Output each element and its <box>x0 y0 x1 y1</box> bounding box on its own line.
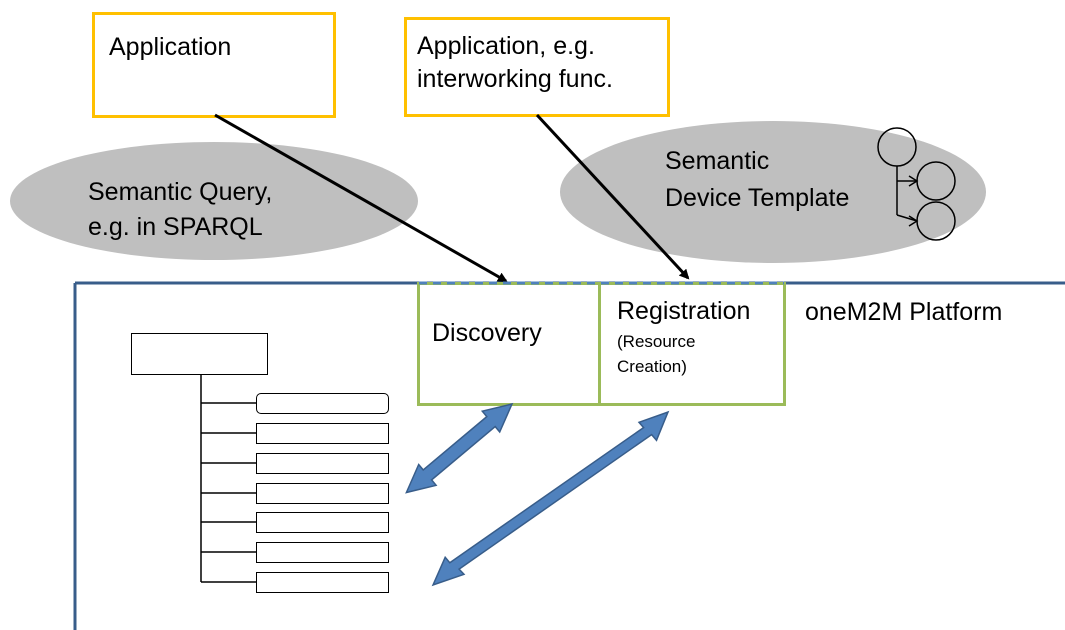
resource-tree-child <box>256 512 389 533</box>
registration-sub-line2: Creation) <box>617 357 687 376</box>
application-box: Application <box>92 12 336 118</box>
template-line1: Semantic <box>665 147 770 175</box>
platform-label: oneM2M Platform <box>805 298 1003 326</box>
resource-tree-child <box>256 542 389 563</box>
application-label: Application <box>109 33 232 61</box>
resource-tree-child <box>256 423 389 444</box>
interworking-label-line1: Application, e.g. <box>417 32 595 60</box>
semantic-query-line1: Semantic Query, <box>88 178 273 206</box>
resource-tree-child <box>256 393 389 414</box>
interworking-application-box: Application, e.g. interworking func. <box>404 17 670 117</box>
template-line2: Device Template <box>665 184 850 212</box>
resource-tree-child <box>256 572 389 593</box>
resource-tree-root <box>131 333 268 375</box>
ontology-graph-icon <box>877 127 956 241</box>
registration-sub-line1: (Resource <box>617 332 696 351</box>
discovery-label: Discovery <box>432 319 542 347</box>
query-arrow <box>214 113 508 283</box>
registration-arrow <box>535 113 690 280</box>
resource-tree-child <box>256 483 389 504</box>
resource-tree-child <box>256 453 389 474</box>
bidirectional-arrow-icon <box>405 402 514 494</box>
registration-label: Registration <box>617 297 751 325</box>
bidirectional-arrow-icon <box>431 410 670 587</box>
semantic-query-bubble <box>10 142 418 260</box>
semantic-query-line2: e.g. in SPARQL <box>88 213 263 241</box>
semantic-device-template-bubble <box>560 121 986 263</box>
registration-box: Registration (Resource Creation) <box>598 282 786 406</box>
interworking-label-line2: interworking func. <box>417 65 613 93</box>
